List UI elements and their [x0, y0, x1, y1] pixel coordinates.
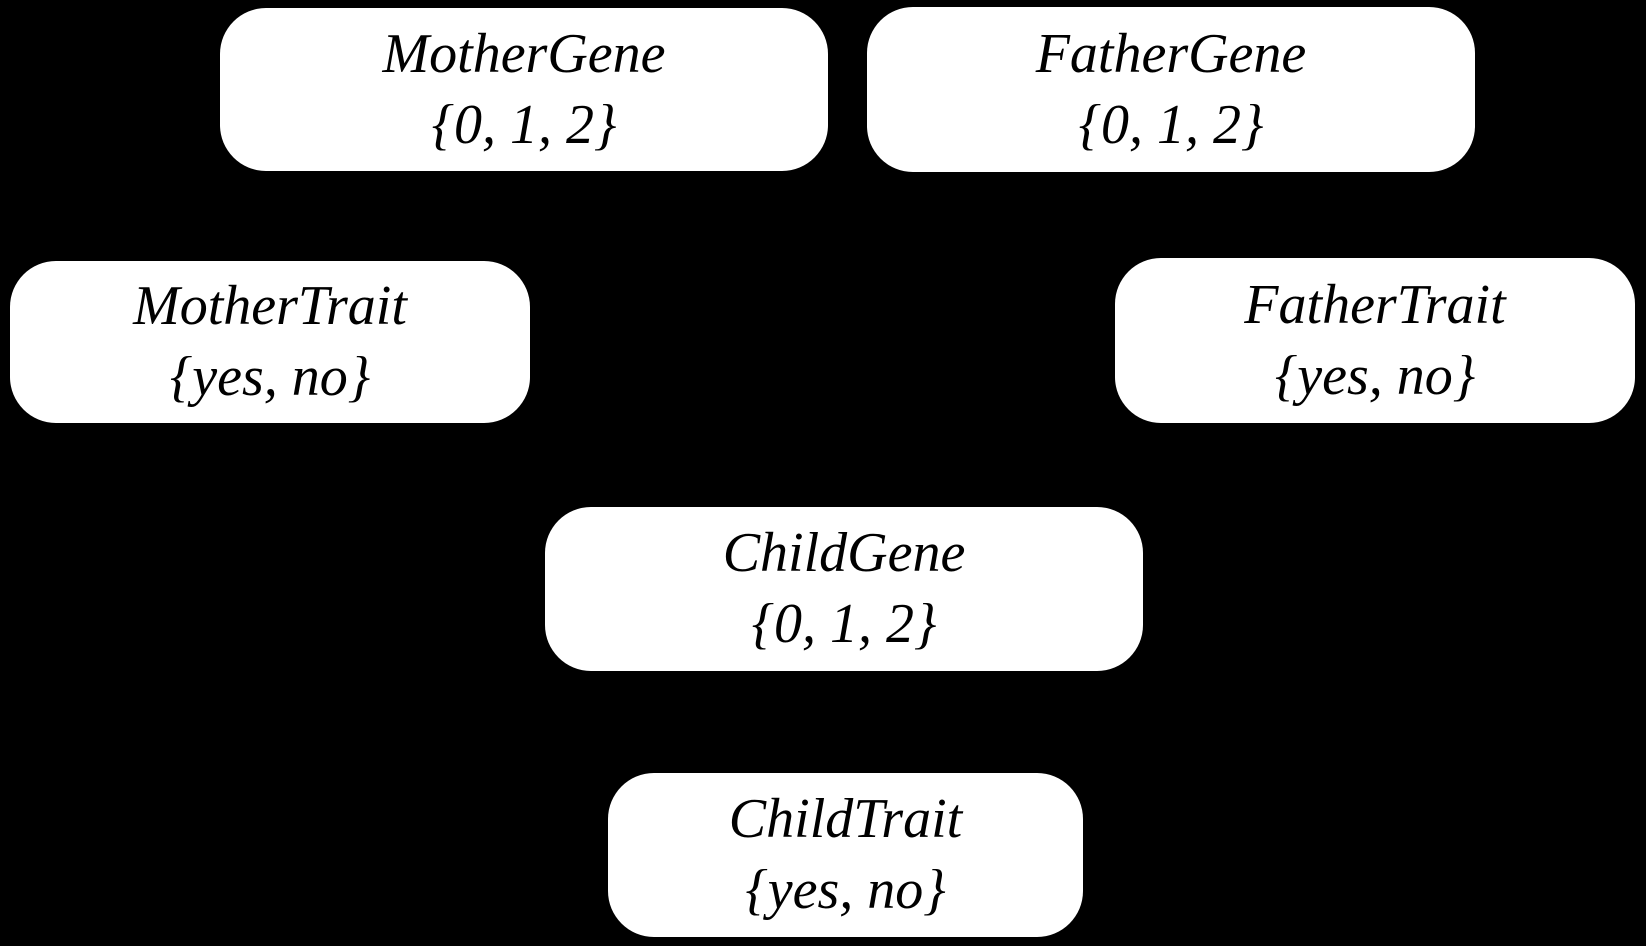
node-mother-gene-title: MotherGene	[382, 22, 666, 85]
node-mother-gene: MotherGene {0, 1, 2}	[220, 8, 828, 171]
node-father-trait-domain: {yes, no}	[1274, 344, 1476, 407]
node-father-gene-title: FatherGene	[1035, 22, 1307, 85]
node-mother-gene-domain: {0, 1, 2}	[431, 93, 617, 156]
node-child-trait-domain: {yes, no}	[745, 859, 946, 921]
node-child-trait-title: ChildTrait	[728, 788, 963, 851]
node-mother-trait-title: MotherTrait	[133, 275, 407, 338]
node-child-trait: ChildTrait {yes, no}	[608, 773, 1083, 937]
node-father-gene: FatherGene {0, 1, 2}	[867, 7, 1475, 172]
node-child-gene-domain: {0, 1, 2}	[751, 593, 937, 655]
node-father-trait-title: FatherTrait	[1244, 273, 1506, 336]
node-mother-trait-domain: {yes, no}	[169, 346, 371, 408]
node-mother-trait: MotherTrait {yes, no}	[10, 261, 530, 423]
node-father-trait: FatherTrait {yes, no}	[1115, 258, 1635, 423]
node-child-gene-title: ChildGene	[722, 522, 966, 585]
node-child-gene: ChildGene {0, 1, 2}	[545, 507, 1143, 671]
node-father-gene-domain: {0, 1, 2}	[1078, 93, 1264, 156]
